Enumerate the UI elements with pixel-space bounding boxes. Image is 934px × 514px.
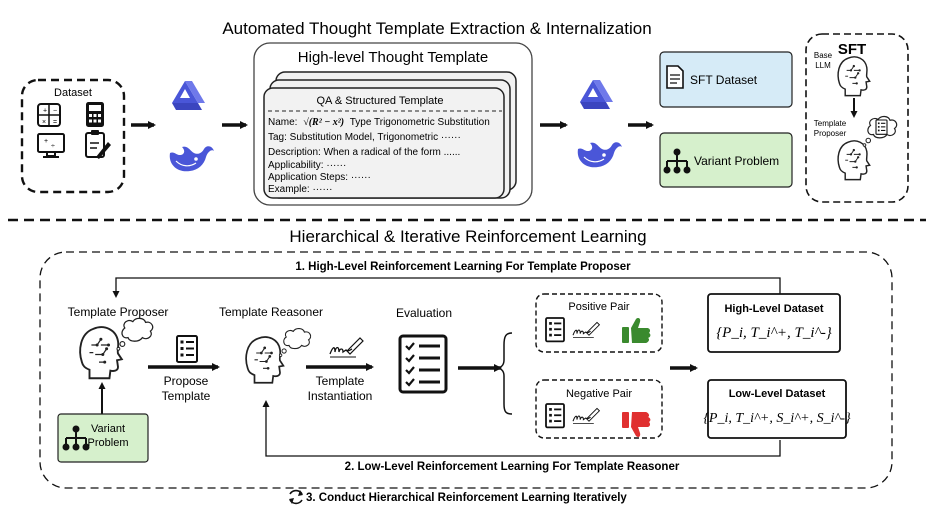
template-name-suffix: Type Trigonometric Substitution: [350, 117, 490, 128]
svg-text:Name: √(R² − x²) T: Name: √(R² − x²) Type Trigonometric Subs…: [268, 117, 490, 128]
template-name-math: √(R² − x²): [303, 117, 344, 128]
template-applicability: Applicability: ······: [268, 160, 346, 171]
calculator-icon: [86, 102, 104, 127]
template-description: Description: When a radical of the form …: [268, 147, 460, 158]
positive-pair-label: Positive Pair: [568, 301, 629, 313]
proposer-title: Template Proposer: [68, 305, 169, 319]
base-llm-line2: LLM: [815, 61, 831, 70]
positive-pair-box: Positive Pair: [535, 293, 663, 353]
sft-title: SFT: [838, 41, 866, 58]
template-example: Example: ······: [268, 184, 332, 195]
template-proposer-line2: Proposer: [814, 129, 847, 138]
low-level-dataset-label: Low-Level Dataset: [729, 388, 826, 400]
svg-text:÷: ÷: [51, 143, 55, 150]
dataset-label: Dataset: [54, 87, 92, 99]
rl-container: [39, 251, 893, 489]
variant-problem-label: Variant Problem: [694, 154, 779, 168]
svg-text:=: =: [53, 119, 57, 126]
dataset-box: Dataset +− ×= +÷: [20, 78, 126, 194]
document-icon: [875, 119, 888, 135]
high-level-dataset-box: High-Level Dataset {P_i, T_i^+, T_i^-}: [707, 293, 841, 353]
inst-line2: Instantiation: [308, 389, 373, 403]
rl-variant-problem-box: Variant Problem: [57, 413, 149, 463]
qwen-logo-icon: [580, 80, 613, 109]
monitor-icon: +÷: [37, 133, 65, 158]
loop3-label: 3. Conduct Hierarchical Reinforcement Le…: [306, 492, 627, 504]
svg-text:+: +: [43, 108, 47, 115]
document-icon: [545, 317, 565, 343]
low-level-dataset-box: Low-Level Dataset {P_i, T_i^+, S_i^+, S_…: [703, 379, 851, 439]
base-llm-line1: Base: [814, 51, 833, 60]
inst-line1: Template: [316, 374, 365, 388]
template-steps: Application Steps: ······: [268, 172, 371, 183]
rl-variant-line2: Problem: [88, 437, 129, 449]
sft-box: SFT Base LLM Template Proposer: [805, 33, 909, 203]
low-level-formula: {P_i, T_i^+, S_i^+, S_i^-}: [703, 411, 851, 426]
qwen-logo-icon: [172, 81, 205, 110]
template-card-title: QA & Structured Template: [317, 95, 444, 107]
deepseek-whale-icon: [577, 141, 623, 168]
template-proposer-line1: Template: [814, 119, 847, 128]
propose-line1: Propose: [164, 374, 209, 388]
thought-template-panel: High-level Thought Template QA & Structu…: [253, 42, 533, 206]
sft-dataset-box: SFT Dataset: [659, 51, 793, 108]
evaluation-title: Evaluation: [396, 306, 452, 320]
svg-text:×: ×: [42, 119, 46, 126]
checklist-icon: [398, 334, 448, 394]
high-level-dataset-label: High-Level Dataset: [724, 303, 823, 315]
reasoner-title: Template Reasoner: [219, 305, 323, 319]
document-icon: [176, 335, 198, 363]
clipboard-icon: [85, 130, 111, 159]
cycle-icon: [289, 489, 303, 505]
top-title: Automated Thought Template Extraction & …: [222, 19, 651, 38]
document-icon: [545, 403, 565, 429]
document-icon: [666, 65, 684, 89]
bottom-title: Hierarchical & Iterative Reinforcement L…: [289, 227, 646, 246]
deepseek-whale-icon: [169, 145, 215, 172]
high-level-formula: {P_i, T_i^+, T_i^-}: [716, 325, 832, 341]
variant-problem-box: Variant Problem: [659, 132, 793, 188]
negative-pair-box: Negative Pair: [535, 379, 663, 439]
loop2-label: 2. Low-Level Reinforcement Learning For …: [345, 461, 680, 473]
template-tag: Tag: Substitution Model, Trigonometric ·…: [268, 132, 461, 143]
propose-line2: Template: [162, 389, 211, 403]
calculator-icon: +− × =: [37, 103, 61, 127]
negative-pair-label: Negative Pair: [566, 388, 632, 400]
loop1-label: 1. High-Level Reinforcement Learning For…: [295, 261, 631, 273]
template-panel-title: High-level Thought Template: [298, 49, 488, 66]
sft-dataset-label: SFT Dataset: [690, 73, 758, 87]
template-name-prefix: Name:: [268, 117, 297, 128]
svg-text:−: −: [53, 108, 57, 115]
svg-text:+: +: [44, 138, 48, 145]
rl-variant-line1: Variant: [91, 423, 125, 435]
